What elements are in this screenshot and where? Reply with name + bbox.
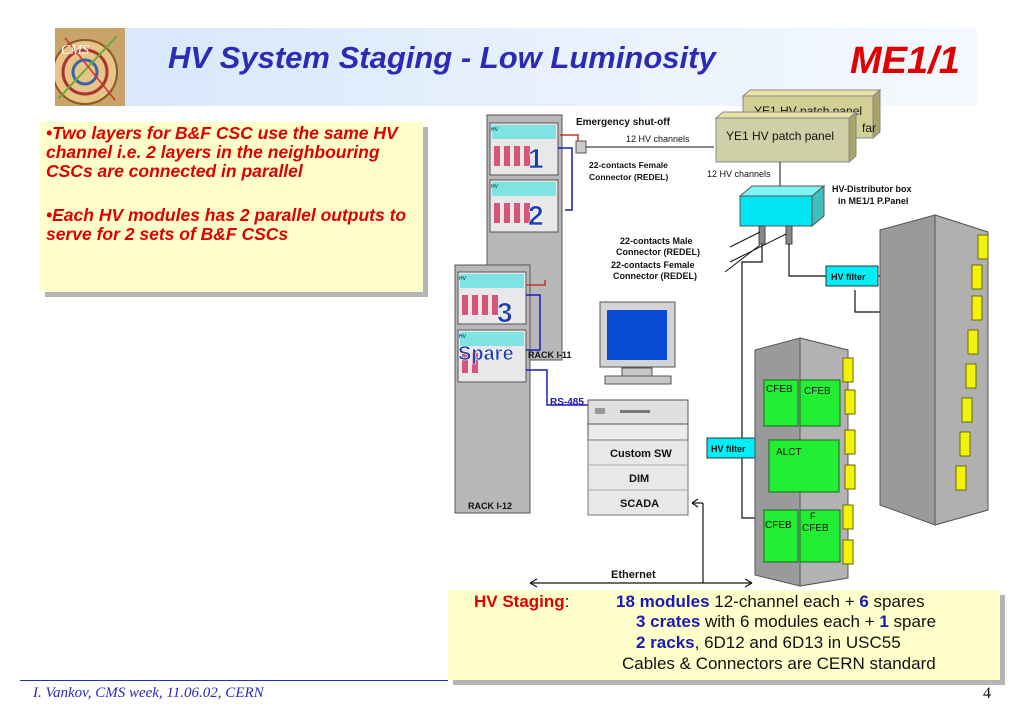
crate-3-modules — [460, 274, 524, 315]
hv-distributor-box — [738, 184, 826, 228]
staging-line2-bold: 3 crates — [636, 612, 701, 631]
scada-label: SCADA — [620, 498, 659, 510]
hv-staging-box: HV Staging: 18 modules 12-channel each +… — [448, 590, 1000, 680]
cfeb-label-2: CFEB — [804, 386, 831, 397]
bullet-item: •Two layers for B&F CSC use the same HV … — [46, 123, 398, 181]
male-connector-label-1: 22-contacts Male — [620, 236, 693, 246]
alct-label: ALCT — [776, 447, 802, 458]
computer-case — [587, 399, 689, 441]
staging-line2-bold2: 1 — [879, 612, 889, 631]
cfeb-label-3: CFEB — [765, 520, 792, 531]
staging-line3-text: , 6D12 and 6D13 in USC55 — [694, 633, 901, 652]
emergency-shutoff-label: Emergency shut-off — [576, 117, 671, 128]
cfeb-board-1 — [763, 379, 799, 427]
female-connector — [575, 140, 587, 154]
patch-panel-far-label-2: far — [862, 121, 876, 135]
hv-filter-2-label: HV filter — [711, 444, 746, 454]
ethernet-label: Ethernet — [611, 569, 656, 581]
hv-filter-1 — [825, 265, 879, 287]
staging-line1-bold: 18 modules — [616, 592, 710, 611]
crate-2-hv-label: HV — [491, 184, 499, 190]
female-connector-label-2: Connector (REDEL) — [589, 172, 669, 182]
page-title: HV System Staging - Low Luminosity — [168, 40, 716, 75]
alct-board — [768, 439, 840, 493]
cfeb-label-1: CFEB — [766, 384, 793, 395]
hv-filter-1-label: HV filter — [831, 272, 866, 282]
female-connector2-label-1: 22-contacts Female — [611, 260, 695, 270]
crate-1-modules — [492, 125, 556, 166]
staging-line2-text: with 6 modules each + — [700, 612, 880, 631]
crate-2-number: 2 — [528, 200, 544, 231]
patch-panel-near-label: YE1 HV patch panel — [726, 129, 834, 143]
rack-i11-label: RACK I-11 — [528, 350, 572, 360]
rack-i12-label: RACK I-12 — [468, 501, 512, 511]
crate-spare-hv-label: HV — [459, 334, 467, 340]
crate-1-number: 1 — [528, 143, 544, 174]
cms-logo: CMS — [55, 28, 125, 106]
crate-spare-modules — [460, 332, 524, 373]
female-connector-label-1: 22-contacts Female — [589, 160, 668, 170]
staging-line3-bold: 2 racks — [636, 633, 695, 652]
staging-line1-text: 12-channel each + — [709, 592, 860, 611]
spare-label: Spare — [458, 343, 514, 365]
page-number: 4 — [983, 685, 991, 702]
cfeb-board-3 — [763, 509, 799, 563]
page-subtitle: ME1/1 — [850, 40, 960, 82]
female-connector2-label-2: Connector (REDEL) — [613, 271, 697, 281]
custom-sw-label: Custom SW — [610, 448, 672, 460]
bullet-box: •Two layers for B&F CSC use the same HV … — [40, 122, 423, 292]
male-connector-label-2: Connector (REDEL) — [616, 247, 700, 257]
f-label: F — [810, 511, 816, 521]
distributor-connectors — [758, 225, 793, 245]
dim-label: DIM — [629, 473, 649, 485]
hv-channels-label-1: 12 HV channels — [626, 134, 690, 144]
footer-divider — [20, 680, 448, 681]
crate-3-number: 3 — [497, 297, 513, 328]
crate-2-modules — [492, 182, 556, 223]
hv-channels-label-2: 12 HV channels — [707, 169, 771, 179]
staging-colon: : — [564, 592, 570, 611]
staging-line1-bold2: 6 — [859, 592, 869, 611]
distributor-label-1: HV-Distributor box — [832, 184, 912, 194]
bullet-item: •Each HV modules has 2 parallel outputs … — [46, 205, 407, 244]
staging-label: HV Staging — [474, 592, 565, 611]
cfeb-board-4 — [799, 509, 841, 563]
footer-author: I. Vankov, CMS week, 11.06.02, CERN — [33, 685, 264, 701]
computer-monitor — [599, 301, 676, 385]
cfeb-label-4: CFEB — [802, 523, 829, 534]
distributor-label-2: in ME1/1 P.Panel — [838, 196, 908, 206]
staging-line4-text: Cables & Connectors are CERN standard — [622, 654, 936, 673]
crate-3-hv-label: HV — [459, 276, 467, 282]
logo-text: CMS — [61, 43, 89, 58]
staging-line2-text2: spare — [888, 612, 937, 631]
patch-panel-near — [714, 110, 858, 164]
cfeb-board-2 — [799, 379, 841, 427]
rs485-label: RS-485 — [550, 397, 584, 408]
ethernet-link — [529, 498, 753, 588]
crate-1-hv-label: HV — [491, 127, 499, 133]
staging-line1-text2: spares — [868, 592, 925, 611]
software-stack — [587, 439, 689, 516]
hv-system-diagram: HV HV 1 2 HV HV 3 Spare RACK I-11 RACK I… — [454, 88, 989, 588]
chamber-far — [879, 214, 989, 526]
